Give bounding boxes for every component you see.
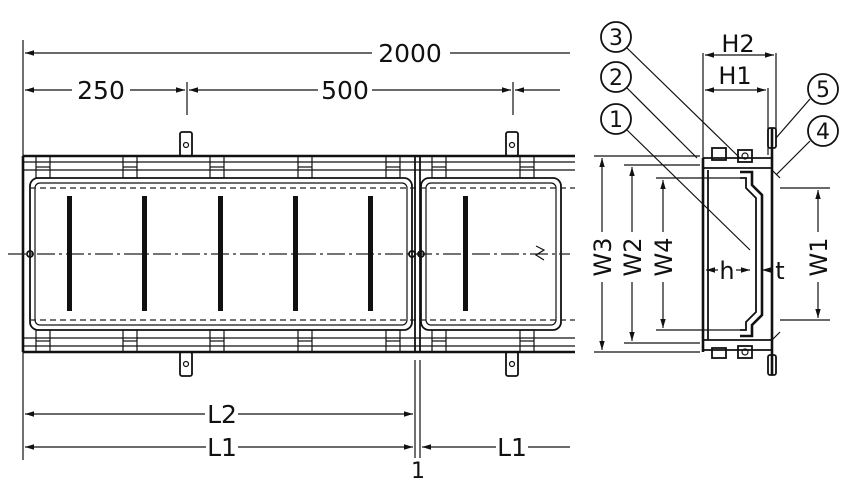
dimension-t: t [762,257,785,285]
callout-3: 3 [600,21,741,159]
dimension-w3: W3 [589,155,700,353]
callout-2-label: 2 [609,66,623,91]
dimension-l1-left-label: L1 [207,433,237,462]
dimension-w3-label: W3 [589,238,617,277]
callout-3-label: 3 [609,26,623,51]
plan-view [8,40,575,460]
dimension-h1-label: H1 [718,62,751,90]
dimension-l1-right: L1 [422,433,570,462]
dimension-l2-label: L2 [207,400,237,429]
dimension-first-segment: 250 [25,76,185,105]
callout-5-label: 5 [816,78,830,103]
dimension-w2: W2 [619,164,700,344]
callout-4-label: 4 [816,120,830,145]
dimension-w2-label: W2 [619,238,647,277]
dimension-h2-label: H2 [721,30,754,58]
cross-section-view [701,53,781,376]
dimension-l2: L2 [25,400,413,429]
dimension-2000-label: 2000 [378,39,442,68]
dimension-h: h [706,257,750,285]
dimension-w1-label: W1 [805,238,833,277]
dimension-h2: H2 [705,30,774,58]
dimension-w4-label: W4 [650,238,678,277]
callout-4: 4 [775,115,839,176]
dimension-l1-left: L1 [25,433,413,462]
dimension-h-label: h [719,257,734,285]
dimension-h1: H1 [705,62,766,93]
dimension-segment-pitch: 500 [189,76,560,105]
dimension-250-label: 250 [77,76,125,105]
dimension-500-label: 500 [321,76,369,105]
dimension-l1-right-label: L1 [497,433,527,462]
dimension-w4: W4 [650,177,740,331]
callout-1-label: 1 [609,108,623,133]
callout-1: 1 [600,103,751,251]
gap-label: 1 [411,459,425,484]
callout-2: 2 [600,61,698,159]
callout-5: 5 [775,73,839,139]
dimension-t-label: t [775,257,784,285]
dimension-total-length: 2000 [25,39,570,68]
dimension-w1: W1 [780,187,833,321]
